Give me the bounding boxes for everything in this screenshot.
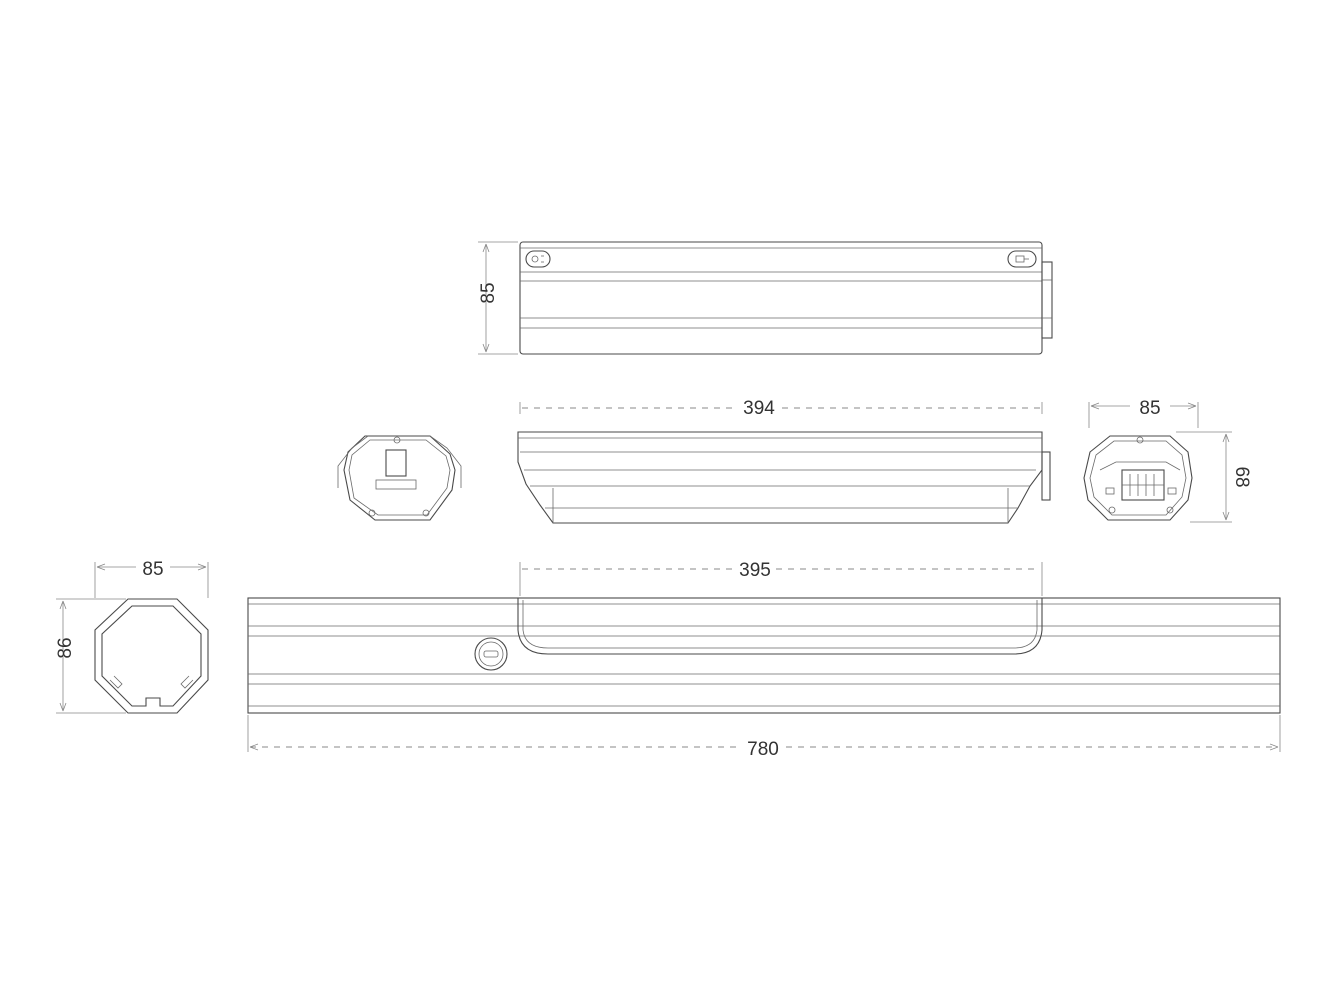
tube-length-dim: 780: [747, 739, 779, 760]
top-view-height-dim: 85: [478, 282, 499, 303]
battery-left-end-view: [337, 435, 462, 521]
battery-top-view: 85: [478, 241, 1053, 355]
power-button-icon: [525, 250, 551, 268]
battery-right-end-view: 85 68: [1083, 398, 1252, 523]
end-view-height-dim: 68: [1231, 466, 1252, 487]
tube-width-dim: 85: [142, 559, 163, 580]
side-view-length-dim: 394: [743, 398, 775, 419]
tube-cross-section: 85 86: [55, 559, 209, 714]
tube-side-view: 395 780: [247, 560, 1281, 760]
cutout-length-dim: 395: [739, 560, 771, 581]
charge-port-icon: [1007, 250, 1037, 268]
battery-side-view: 394: [517, 398, 1051, 524]
end-view-width-dim: 85: [1139, 398, 1160, 419]
lock-icon: [474, 637, 508, 671]
tube-height-dim: 86: [55, 637, 76, 658]
